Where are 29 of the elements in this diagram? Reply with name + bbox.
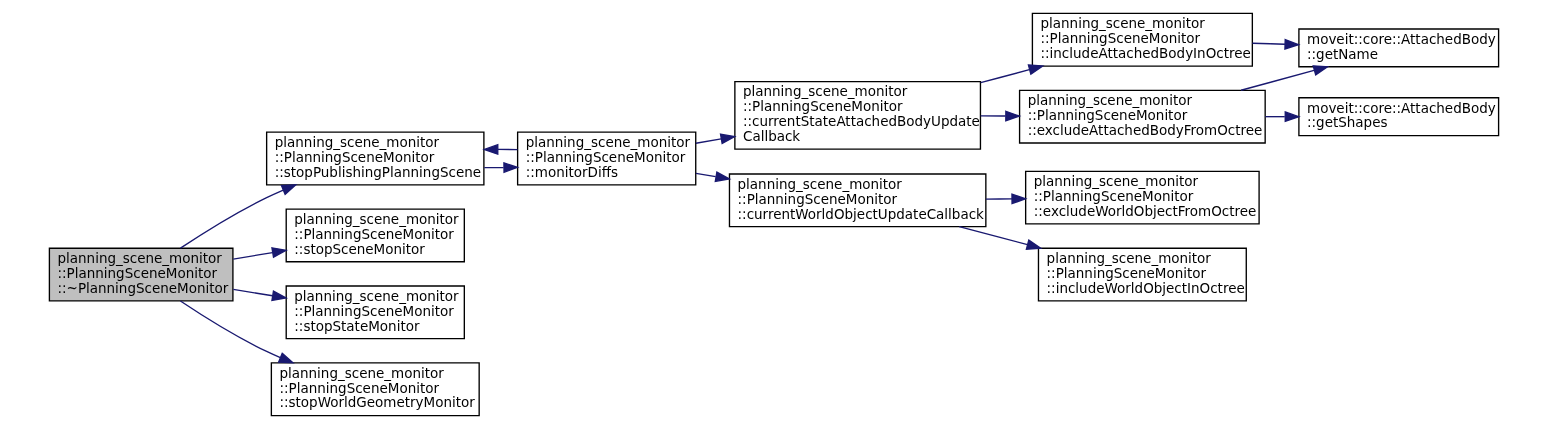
node-box: planning_scene_monitor ::PlanningSceneMonitor ::currentWorldObjectUpdateCallback <box>728 173 987 228</box>
node-box: planning_scene_monitor ::PlanningSceneMonitor ::stopPublishingPlanningScene <box>265 131 485 186</box>
arrow <box>483 161 520 174</box>
node-box: planning_scene_monitor ::PlanningSceneMonitor ::monitorDiffs <box>516 131 697 186</box>
node-box: planning_scene_monitor ::PlanningSceneMonitor ::includeWorldObjectInOctree <box>1037 247 1247 302</box>
node-box: planning_scene_monitor ::PlanningSceneMonitor ::stopWorldGeometryMonitor <box>270 362 480 417</box>
node-box: planning_scene_monitor ::PlanningSceneMonitor ::currentStateAttachedBodyUpdate Callback <box>734 80 982 150</box>
arrow <box>695 171 732 183</box>
arrow <box>232 288 289 302</box>
arrow <box>985 193 1028 205</box>
arrow <box>1251 38 1301 50</box>
arrow <box>179 184 298 249</box>
node-box: moveit::core::AttachedBody ::getName <box>1298 28 1500 68</box>
arrow <box>179 300 295 364</box>
arrow <box>695 133 737 145</box>
node-box: planning_scene_monitor ::PlanningSceneMonitor ::stopStateMonitor <box>285 285 465 340</box>
arrow <box>1240 65 1330 91</box>
node-box: planning_scene_monitor ::PlanningSceneMonitor ::excludeAttachedBodyFromOctree <box>1018 89 1266 144</box>
arrow <box>1264 111 1301 123</box>
node-box: moveit::core::AttachedBody ::getShapes <box>1298 97 1500 137</box>
node-box: planning_scene_monitor ::PlanningSceneMonitor ::stopSceneMonitor <box>285 208 465 263</box>
arrow <box>979 64 1045 84</box>
arrow <box>979 110 1022 122</box>
node-box: planning_scene_monitor ::PlanningSceneMonitor ::includeAttachedBodyInOctree <box>1031 12 1254 67</box>
node-box: planning_scene_monitor ::PlanningSceneMonitor ::~PlanningSceneMonitor <box>48 247 234 302</box>
arrow <box>482 143 519 156</box>
arrow <box>958 226 1043 250</box>
node-box: planning_scene_monitor ::PlanningSceneMonitor ::excludeWorldObjectFromOctree <box>1024 170 1260 225</box>
arrow <box>232 247 289 260</box>
